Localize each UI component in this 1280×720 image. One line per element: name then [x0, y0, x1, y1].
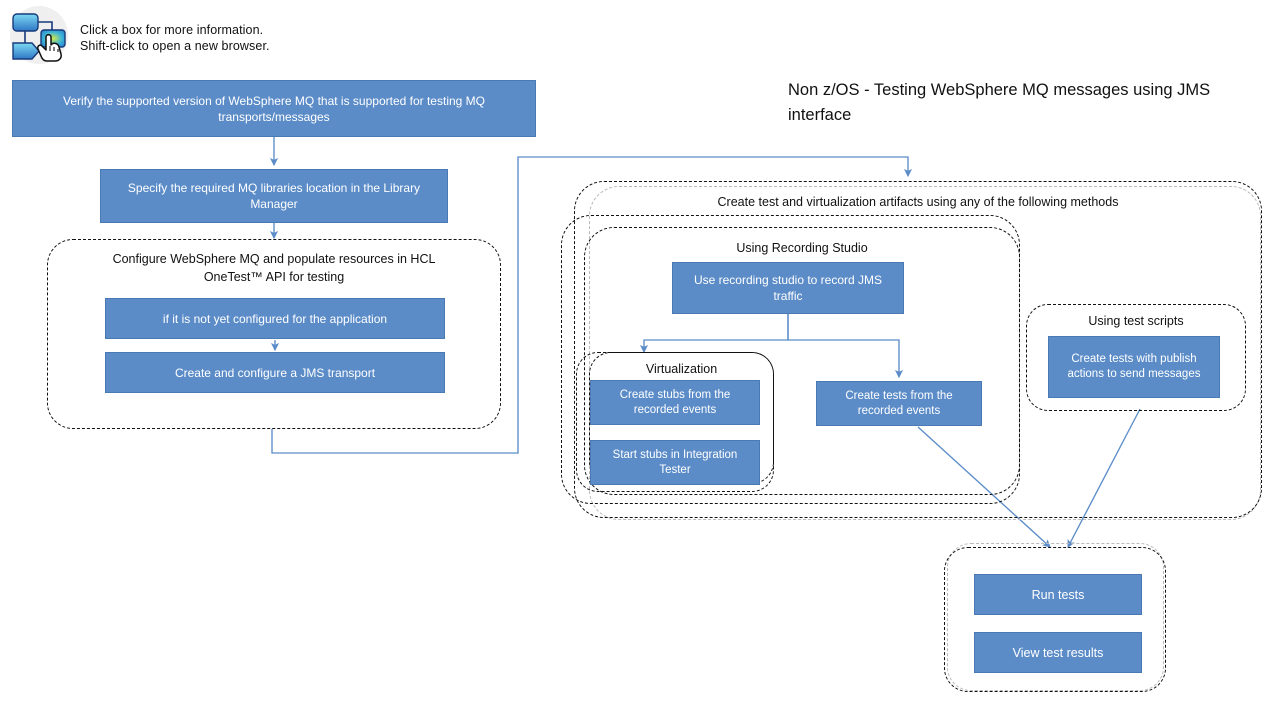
box-verify-supported-version[interactable]: Verify the supported version of WebSpher… — [12, 80, 536, 137]
group-results-outer — [947, 543, 1164, 691]
box-create-stubs[interactable]: Create stubs from the recorded events — [590, 380, 760, 425]
box-create-tests-with-publish-actions[interactable]: Create tests with publish actions to sen… — [1048, 336, 1220, 398]
box-if-not-yet-configured[interactable]: if it is not yet configured for the appl… — [105, 298, 445, 339]
group-using-recording-studio-label: Using Recording Studio — [736, 241, 868, 255]
group-virtualization-label: Virtualization — [645, 362, 718, 376]
page-title: Non z/OS - Testing WebSphere MQ messages… — [788, 81, 1211, 124]
box-view-test-results[interactable]: View test results — [974, 632, 1142, 673]
group-configure-websphere-mq-label: Configure WebSphere MQ and populate reso… — [112, 252, 436, 284]
box-use-recording-studio[interactable]: Use recording studio to record JMS traff… — [672, 262, 904, 314]
hint-line-1: Click a box for more information. — [80, 23, 264, 37]
group-using-test-scripts: Using test scripts — [1026, 304, 1246, 411]
hint-line-2: Shift-click to open a new browser. — [80, 39, 270, 53]
box-start-stubs[interactable]: Start stubs in Integration Tester — [590, 440, 760, 485]
group-results — [944, 547, 1166, 692]
group-configure-websphere-mq: Configure WebSphere MQ and populate reso… — [47, 239, 501, 429]
group-using-test-scripts-label: Using test scripts — [1088, 314, 1184, 328]
box-run-tests[interactable]: Run tests — [974, 574, 1142, 615]
group-create-artifacts: Create test and virtualization artifacts… — [574, 181, 1262, 518]
group-create-artifacts-label: Create test and virtualization artifacts… — [717, 195, 1119, 209]
box-create-tests-from-recorded-events[interactable]: Create tests from the recorded events — [816, 381, 982, 426]
usage-hint: Click a box for more information. Shift-… — [80, 22, 270, 54]
box-specify-mq-libraries[interactable]: Specify the required MQ libraries locati… — [100, 169, 448, 223]
box-create-configure-jms-transport[interactable]: Create and configure a JMS transport — [105, 352, 445, 393]
flow-diagram-click-icon — [6, 4, 72, 66]
